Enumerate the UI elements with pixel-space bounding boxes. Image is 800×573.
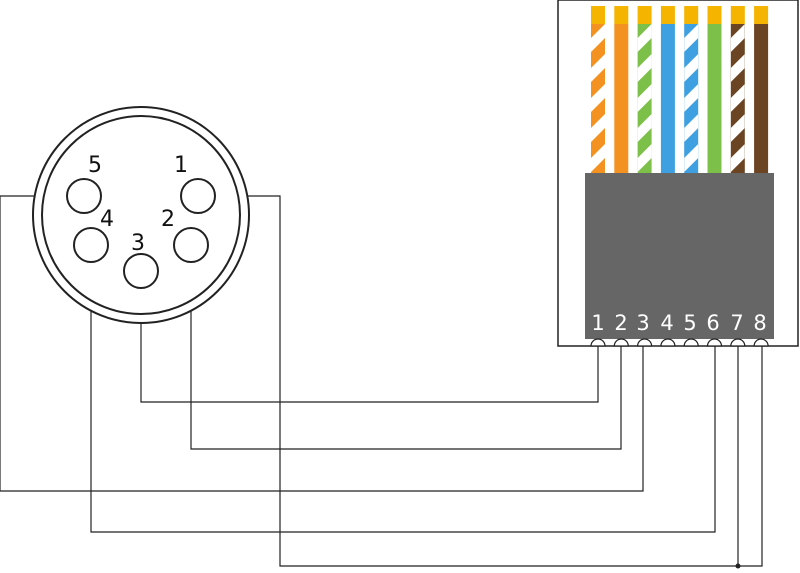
rj45-conductor-6 [707, 24, 722, 173]
rj45-stripe [637, 84, 652, 112]
rj45-stripe [684, 54, 699, 82]
din-pin-label-3: 3 [131, 231, 145, 256]
rj45-contact-2 [614, 6, 629, 24]
din-inner-ring [41, 115, 241, 315]
rj45-stripe [637, 54, 652, 82]
rj45-stripe [637, 144, 652, 172]
din-pin-5 [66, 178, 102, 214]
wire-junction [735, 563, 741, 569]
rj45-conductor-8 [754, 24, 769, 173]
rj45-stripe [730, 144, 745, 172]
rj45-conductor-fill-4 [660, 24, 675, 173]
rj45-conductor-5 [684, 24, 699, 173]
rj45-stripe [591, 84, 605, 112]
rj45-conductor-fill-2 [614, 24, 629, 173]
rj45-pin-5 [683, 338, 699, 347]
rj45-pin-8 [753, 338, 769, 347]
rj45-port-label-4: 4 [660, 311, 673, 335]
rj45-contact-6 [707, 6, 722, 24]
rj45-stripe [730, 54, 745, 82]
rj45-contact-5 [684, 6, 699, 24]
rj45-port-label-5: 5 [683, 311, 696, 335]
rj45-port-label-3: 3 [636, 311, 649, 335]
din-pin-label-5: 5 [88, 153, 102, 178]
din-pin-label-4: 4 [100, 207, 114, 232]
rj45-port-label-7: 7 [730, 311, 743, 335]
rj45-stripe [591, 114, 605, 142]
rj45-conductor-4 [660, 24, 675, 173]
din-pin-label-1: 1 [174, 153, 188, 178]
rj45-stripe [591, 144, 605, 172]
rj45-stripe [684, 24, 699, 52]
rj45-conductor-stripes-5 [684, 24, 699, 172]
rj45-plug: 1 2 3 4 5 6 7 8 [557, 0, 799, 347]
rj45-pin-2 [613, 338, 629, 347]
din-pin-1 [180, 178, 216, 214]
wires [0, 195, 763, 569]
rj45-contact-8 [754, 6, 769, 24]
rj45-stripe [591, 54, 605, 82]
rj45-stripe [730, 24, 745, 52]
wire-din3-rj45-1 [140, 288, 599, 403]
rj45-port-labels: 1 2 3 4 5 6 7 8 [591, 311, 766, 335]
din-pin-3 [123, 253, 159, 289]
din-connector: 5 1 4 2 3 [32, 106, 250, 324]
rj45-stripe [730, 84, 745, 112]
rj45-pin-6 [706, 338, 723, 347]
rj45-stripe [591, 24, 605, 52]
rj45-port-label-6: 6 [706, 311, 719, 335]
rj45-wire-group [591, 6, 769, 173]
rj45-conductor-7 [730, 24, 745, 173]
rj45-port-label-1: 1 [591, 311, 604, 335]
rj45-conductor-fill-6 [707, 24, 722, 173]
rj45-body [585, 173, 774, 339]
wire-din5-rj45-3 [0, 195, 644, 492]
rj45-conductor-2 [614, 24, 629, 173]
din-pin-2 [173, 227, 209, 263]
rj45-pin-3 [636, 338, 653, 347]
rj45-conductor-3 [637, 24, 652, 173]
rj45-stripe [730, 114, 745, 142]
rj45-port-label-2: 2 [614, 311, 627, 335]
rj45-stripe [684, 84, 699, 112]
rj45-conductor-stripes-3 [637, 24, 652, 172]
wire-din4-rj45-6 [90, 262, 716, 533]
rj45-contact-7 [730, 6, 745, 24]
rj45-pin-group [590, 338, 769, 347]
rj45-stripe [637, 24, 652, 52]
rj45-stripe [684, 114, 699, 142]
din-pin-4 [73, 227, 109, 263]
rj45-stripe [684, 144, 699, 172]
rj45-pin-4 [660, 338, 676, 347]
wire-din2-rj45-2 [190, 262, 622, 450]
rj45-pin-7 [730, 338, 746, 347]
rj45-conductor-stripes-1 [591, 24, 605, 172]
rj45-pin-1 [590, 338, 606, 347]
rj45-stripe [637, 114, 652, 142]
rj45-port-label-8: 8 [753, 311, 766, 335]
rj45-contact-4 [660, 6, 675, 24]
rj45-conductor-fill-8 [754, 24, 769, 173]
din-pin-label-2: 2 [161, 207, 175, 232]
rj45-contact-1 [591, 6, 605, 24]
rj45-contact-3 [637, 6, 652, 24]
wire-din1-rj45-8 [738, 346, 763, 567]
rj45-conductor-stripes-7 [730, 24, 745, 172]
rj45-conductor-1 [591, 24, 605, 173]
wire-din1-rj45-7 [212, 195, 739, 567]
